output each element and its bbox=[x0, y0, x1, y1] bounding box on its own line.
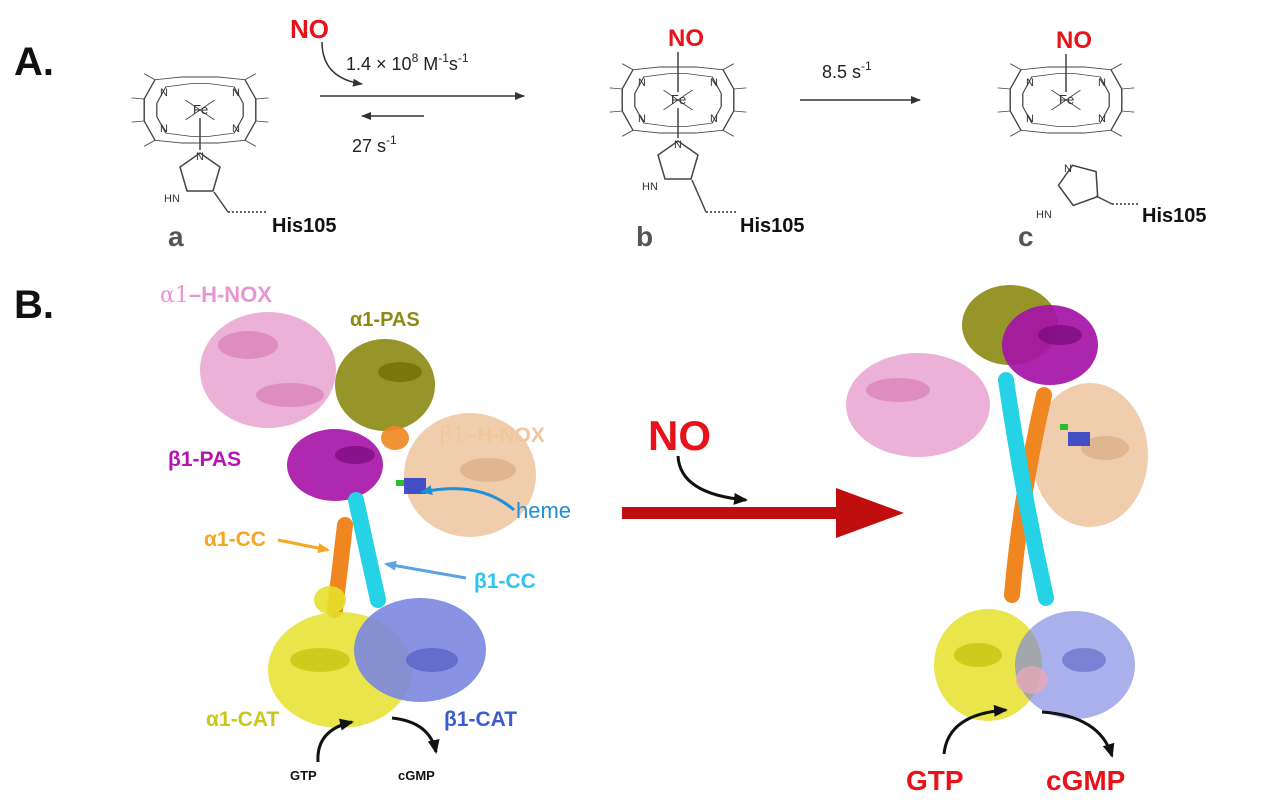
rate-forward-unit-m: M bbox=[418, 54, 438, 74]
rate-forward: 1.4 × 108 M-1s-1 bbox=[346, 51, 469, 74]
fe-atom-a: Fe bbox=[193, 102, 208, 117]
n-atom-c5: N bbox=[1064, 163, 1072, 175]
n-atom-b4: N bbox=[710, 113, 718, 125]
no-incoming-arrow bbox=[321, 41, 363, 87]
gtp-label-left: GTP bbox=[290, 768, 317, 783]
b1-cc-helix-right bbox=[998, 372, 1054, 606]
imidazole-c bbox=[1052, 157, 1106, 209]
side-chain-b bbox=[691, 179, 707, 213]
no-label-panel-b: NO bbox=[648, 412, 711, 459]
a1-cc-label: α1-CC bbox=[204, 528, 266, 551]
rate-reverse: 27 s-1 bbox=[352, 133, 397, 156]
n-atom-b3: N bbox=[638, 113, 646, 125]
species-letter-b: b bbox=[636, 221, 653, 252]
panel-a-label: A. bbox=[14, 40, 54, 84]
b1-pas-ribbon-right bbox=[1002, 305, 1098, 385]
rate-forward-unit-s: s bbox=[449, 54, 458, 74]
rate-reverse-exp: -1 bbox=[386, 133, 397, 147]
rate-second-value: 8.5 s bbox=[822, 62, 861, 82]
a1-hnox-greek: α1 bbox=[160, 283, 189, 308]
b1-pas-label: β1-PAS bbox=[168, 448, 241, 471]
cgmp-out-arrow-right bbox=[1041, 710, 1115, 758]
residue-label-a: His105 bbox=[272, 215, 337, 237]
heme-label: heme bbox=[516, 498, 571, 523]
rate-second-exp: -1 bbox=[861, 59, 872, 73]
a1-cc-pointer-arrow bbox=[277, 538, 330, 553]
n-atom-b1: N bbox=[638, 77, 646, 89]
b1-hnox-label-left: β1–H-NOX bbox=[440, 423, 545, 447]
n-atom-a5: N bbox=[196, 151, 204, 163]
a1-hnox-ribbon-left bbox=[200, 312, 336, 428]
rate-forward-unit-m-exp: -1 bbox=[438, 51, 449, 65]
rate-forward-mantissa: 1.4 × 10 bbox=[346, 54, 412, 74]
heme-group-right bbox=[1068, 432, 1090, 446]
b1-cc-pointer-arrow bbox=[384, 560, 467, 580]
a1-hnox-rest: –H-NOX bbox=[189, 282, 272, 307]
gtp-label-right: GTP bbox=[906, 765, 964, 796]
gtp-in-arrow-left bbox=[316, 718, 354, 763]
species-letter-c: c bbox=[1018, 221, 1034, 252]
cgmp-out-arrow-left bbox=[391, 716, 440, 754]
a1-pas-label: α1-PAS bbox=[350, 309, 420, 331]
side-chain-c bbox=[1095, 195, 1113, 205]
no-label-c: NO bbox=[1056, 27, 1092, 54]
residue-label-c: His105 bbox=[1142, 205, 1207, 227]
rate-forward-unit-s-exp: -1 bbox=[458, 51, 469, 65]
n-atom-a1: N bbox=[160, 87, 168, 99]
hn-atom-c: HN bbox=[1036, 209, 1052, 221]
cgmp-label-right: cGMP bbox=[1046, 765, 1125, 796]
a1-hnox-label-left: α1–H-NOX bbox=[160, 282, 272, 308]
no-binding-curve-arrow bbox=[676, 455, 748, 505]
n-atom-c2: N bbox=[1098, 77, 1106, 89]
residue-label-b: His105 bbox=[740, 215, 805, 237]
cgmp-label-left: cGMP bbox=[398, 768, 435, 783]
n-atom-b2: N bbox=[710, 77, 718, 89]
a1-cat-label: α1-CAT bbox=[206, 708, 279, 731]
n-atom-c3: N bbox=[1026, 113, 1034, 125]
b1-cat-label: β1-CAT bbox=[444, 708, 517, 731]
side-chain-a bbox=[213, 191, 229, 213]
gtp-in-arrow-right bbox=[942, 704, 1008, 755]
panel-b-label: B. bbox=[14, 283, 54, 327]
species-letter-a: a bbox=[168, 221, 184, 252]
hn-atom-b: HN bbox=[642, 181, 658, 193]
b1-hnox-rest: –H-NOX bbox=[466, 424, 545, 447]
b1-pas-ribbon-left bbox=[287, 429, 383, 501]
n-atom-b5: N bbox=[674, 139, 682, 151]
rate-second: 8.5 s-1 bbox=[822, 59, 872, 82]
no-label-a: NO bbox=[290, 14, 329, 44]
heme-pointer-arrow bbox=[420, 485, 515, 512]
structure-active bbox=[846, 285, 1148, 721]
b1-hnox-greek: β1 bbox=[440, 423, 466, 447]
a1-pas-ribbon-left bbox=[335, 339, 435, 431]
fe-atom-b: Fe bbox=[671, 92, 686, 107]
n-atom-a2: N bbox=[232, 87, 240, 99]
no-label-b: NO bbox=[668, 25, 704, 52]
hn-atom-a: HN bbox=[164, 193, 180, 205]
fe-atom-c: Fe bbox=[1059, 92, 1074, 107]
b1-cc-label: β1-CC bbox=[474, 570, 536, 593]
b1-cc-helix-left bbox=[348, 492, 386, 608]
rate-reverse-value: 27 s bbox=[352, 136, 386, 156]
n-atom-c1: N bbox=[1026, 77, 1034, 89]
a1-hnox-ribbon-right bbox=[846, 353, 990, 457]
structure-inactive bbox=[200, 312, 536, 728]
rate-forward-exp: 8 bbox=[412, 51, 419, 65]
n-atom-c4: N bbox=[1098, 113, 1106, 125]
n-atom-a4: N bbox=[232, 123, 240, 135]
n-atom-a3: N bbox=[160, 123, 168, 135]
activation-arrow-head bbox=[836, 488, 904, 538]
